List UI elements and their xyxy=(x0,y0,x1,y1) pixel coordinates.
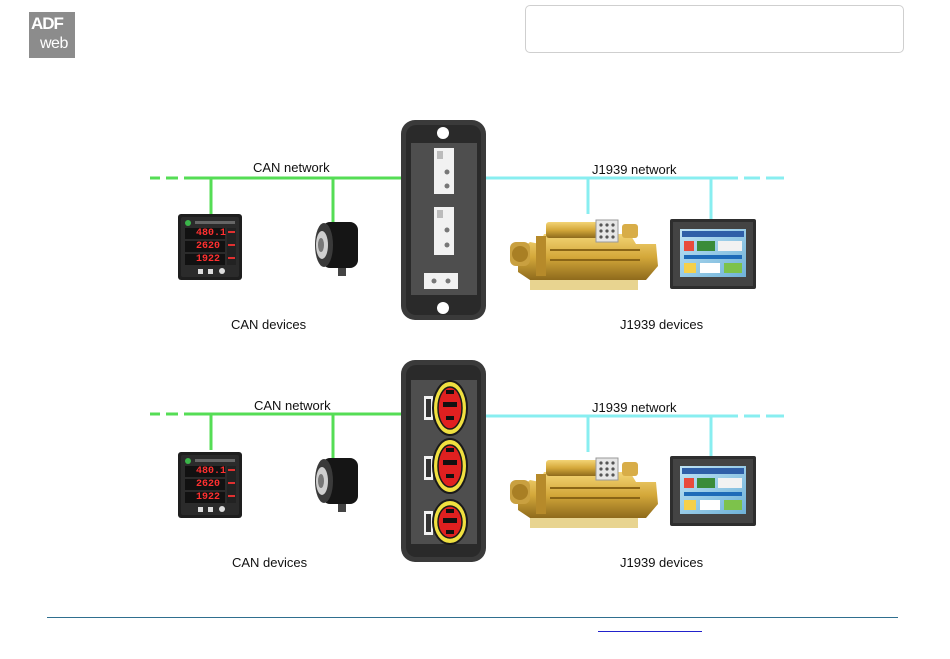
top-terminal-block-1 xyxy=(434,148,454,194)
top-gateway-screw-bottom xyxy=(437,302,449,314)
top-hmi-panel xyxy=(670,219,756,289)
top-encoder xyxy=(315,222,358,276)
bottom-can-network-label: CAN network xyxy=(254,398,331,413)
bottom-gateway xyxy=(401,360,486,562)
top-meter-row1: 480.1 xyxy=(196,228,226,239)
top-meter-row2: 2620 xyxy=(196,241,220,252)
bottom-meter-row3: 1922 xyxy=(196,492,220,503)
top-can-devices-label: CAN devices xyxy=(231,317,307,332)
top-gateway xyxy=(401,120,486,320)
bottom-can-devices-label: CAN devices xyxy=(232,555,308,570)
top-terminal-block-3 xyxy=(424,273,458,289)
bottom-j1939-devices-label: J1939 devices xyxy=(620,555,704,570)
top-terminal-block-2 xyxy=(434,207,454,255)
bottom-j1939-network-label: J1939 network xyxy=(592,400,677,415)
bottom-encoder xyxy=(315,458,358,512)
footer-link[interactable] xyxy=(598,622,702,632)
top-j1939-devices-label: J1939 devices xyxy=(620,317,704,332)
bottom-engine xyxy=(510,458,658,528)
bottom-meter-row1: 480.1 xyxy=(196,466,226,477)
top-gateway-screw-top xyxy=(437,127,449,139)
bottom-hmi-panel xyxy=(670,456,756,526)
top-meter-row3: 1922 xyxy=(196,254,220,265)
bottom-meter-row2: 2620 xyxy=(196,479,220,490)
top-engine xyxy=(510,220,658,290)
top-diagram: CAN network J1939 network 480.1 2620 192… xyxy=(148,120,784,332)
top-can-network-label: CAN network xyxy=(253,160,330,175)
bottom-diagram: CAN network J1939 network 480.1 2620 192… xyxy=(150,360,784,570)
top-j1939-network-label: J1939 network xyxy=(592,162,677,177)
footer-divider xyxy=(47,617,898,618)
